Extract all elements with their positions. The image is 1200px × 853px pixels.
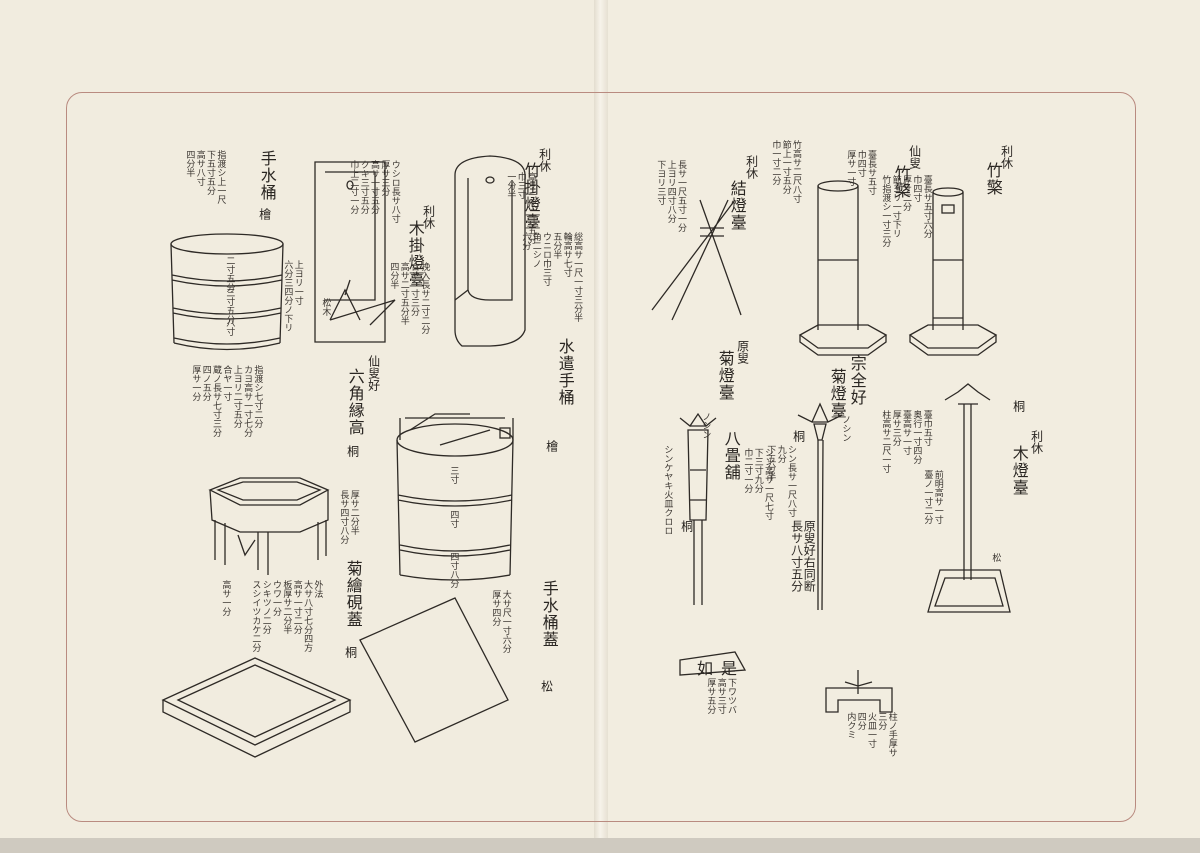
tied-lamp-title: 結燈臺: [727, 180, 747, 231]
sozen-sub: ノシン: [840, 415, 851, 442]
bucket-lid-drawing: [359, 597, 509, 743]
wooden-board-notes: 上ヨリ一寸 六分三四分ノ下リ: [282, 260, 303, 332]
gensho-stand: 八畳舖: [721, 430, 741, 481]
chrysanthemum-lamp-1-drawing: [679, 412, 717, 605]
bucket-lid-title: 手水桶蓋: [539, 580, 559, 648]
gensho-sub: ノシン: [700, 412, 711, 439]
hexagon-tray-title: 六角縁高: [345, 368, 365, 436]
hexagon-tray-header: 仙叟好: [366, 355, 381, 391]
sozen-title: 菊燈臺: [827, 368, 847, 419]
hexagon-tray-notes: 厚サ二分半 長サ四寸八分: [338, 490, 359, 544]
wooden-stand-dims: 臺巾五寸 奥行一寸四分 臺高サ一寸 厚サ三分 柱高サ二尺一寸: [880, 410, 932, 473]
left-page: [0, 0, 598, 853]
water-bucket-drawing: [396, 413, 514, 581]
tied-lamp-dims: 長サ一尺五寸一分 上ヨリ四寸八分 下ヨリ三寸: [655, 160, 687, 232]
wooden-stand-header: 利休: [1029, 430, 1044, 454]
senso-bamboo-header: 仙叟: [907, 145, 922, 169]
tied-lamp-notes: 竹高サ二尺八寸 節上一寸五分 巾一寸二分: [770, 140, 802, 203]
hexagon-tray-dims: 指渡シ七寸二分 カヨ高サ一寸七分 上ヨリ二寸五分 合ヤ一寸 蔵ノ長サ七寸三分 四…: [190, 365, 263, 437]
wash-bucket-drawing: [170, 233, 284, 351]
bamboo-lamp-stand-1-drawing: [798, 180, 888, 356]
water-bucket-material: 檜: [544, 440, 559, 452]
senso-bamboo-title: 竹檠: [891, 165, 911, 199]
wooden-stand-title: 木燈臺: [1009, 445, 1029, 496]
wooden-stand-wood2: 松: [990, 553, 1001, 562]
wash-bucket-material: 檜: [257, 208, 272, 220]
wash-bucket-band-2: 三寸五分: [224, 288, 235, 324]
lamp-dish-drawing: [825, 670, 893, 713]
gensho-dims: シン高サ一尺七寸 下三寸九分 巾二寸一分: [742, 448, 774, 520]
wooden-board-header: 利休: [421, 205, 436, 229]
bamboo-lamp-header: 利休: [537, 148, 552, 172]
inkstone-lid-material: 桐: [343, 646, 358, 658]
tied-lamp-stand-drawing: [651, 199, 742, 321]
left-page-notes: 挽入長サ二寸二分 合ヤ一寸三分 高サ二寸五分半 四分半: [388, 262, 430, 334]
wooden-lamp-stand-drawing: [927, 383, 1011, 613]
tied-lamp-header: 利休: [744, 155, 759, 179]
bamboo-lamp-stand-2-drawing: [908, 187, 998, 356]
chrysanthemum-lamp-2-drawing: [797, 402, 843, 611]
wash-bucket-dims: 指渡シ上一尺 下五寸五分 高サ八寸 四分半: [184, 150, 226, 204]
gensho-header: 原叟: [735, 340, 750, 364]
wash-bucket-title: 手水桶: [257, 150, 277, 201]
gensho-notes: シンケヤキ火皿クロロ: [662, 445, 673, 535]
wash-bucket-band-1: 二寸五分: [224, 256, 235, 292]
rikyu-bamboo-header: 利休: [999, 145, 1014, 169]
bamboo-lamp-title: 竹掛燈臺: [521, 162, 541, 230]
wash-bucket-band-3: 八寸: [224, 318, 235, 336]
inkstone-lid-drawing: [161, 657, 352, 758]
wooden-stand-material: 桐: [1011, 400, 1026, 412]
bucket-lid-material: 松: [539, 680, 554, 692]
senso-bamboo-dims: 臺長サ五寸 巾四寸 厚サ一寸: [845, 150, 877, 195]
sozen-header: 宗全好: [847, 355, 867, 406]
inkstone-lid-dims: 外法 大サ八寸七分四方 高サ一寸二分 板厚サ二分半 ウワ一分 シキツノ二分 スシ…: [250, 580, 323, 652]
water-bucket-dims: 総高サ一尺一寸三分半 輪高サ七寸 五分半 ウニロ巾三寸 角二シノ 六分: [520, 232, 583, 322]
hexagon-tray-material: 桐: [345, 445, 360, 457]
nyoze-dims: 下ワツバ 高サ三寸 厚サ五分: [705, 678, 737, 714]
lamp-dish-dims: 柱ノ手厚サ 三分 火皿一寸 四分 内クミ: [845, 712, 897, 757]
page-border: [66, 92, 1136, 822]
bamboo-lamp-stand-drawing: [454, 155, 526, 347]
sozen-dims: シン長サ一尺八寸 九分 下五分半: [765, 445, 797, 517]
sozen-material: 桐: [791, 430, 806, 442]
rikyu-bamboo-title: 竹檠: [983, 162, 1003, 196]
wooden-lamp-board-drawing: [314, 161, 396, 343]
inkstone-lid-title: 菊繪硯蓋: [343, 560, 363, 628]
inkstone-lid-notes: 高サ一分: [220, 580, 231, 616]
book-gutter: [594, 0, 608, 853]
sozen-notes: 原叟好右同断 長サ八寸五分: [789, 520, 817, 592]
water-bucket-band-3: 四寸八分: [448, 552, 459, 588]
wooden-board-stamp: 松木: [320, 298, 331, 316]
page-edge: [0, 838, 1200, 853]
wooden-board-dims: ウシロ長サ八寸 厚サ三分 高サ一寸五分 クキ三寸五分 巾上二寸一分: [348, 160, 400, 223]
gensho-title: 菊燈臺: [715, 350, 735, 401]
wooden-stand-notes: 前明高サ一寸 臺ノ一寸二分: [922, 470, 943, 524]
water-bucket-title: 水遣手桶: [555, 338, 575, 406]
water-bucket-band-1: 三寸: [448, 466, 459, 484]
rikyu-bamboo-dims: 臺長サ五寸六分 巾四寸 厚サ二分 節ヨリ一寸下リ 竹指渡シ一寸三分: [880, 175, 932, 247]
hexagonal-tray-drawing: [208, 477, 330, 575]
wooden-board-title: 木掛燈臺: [405, 220, 425, 288]
bamboo-lamp-dims: 高サ一尺二寸五分 巾三寸 一分半: [505, 172, 537, 244]
nyoze-label: 如是: [697, 659, 746, 678]
nyoze-plaque-drawing: [679, 651, 747, 676]
bucket-lid-dims: 大サ尺一寸六分 厚サ四分: [490, 590, 511, 653]
gensho-material: 桐: [679, 520, 694, 532]
water-bucket-band-2: 四寸: [448, 510, 459, 528]
